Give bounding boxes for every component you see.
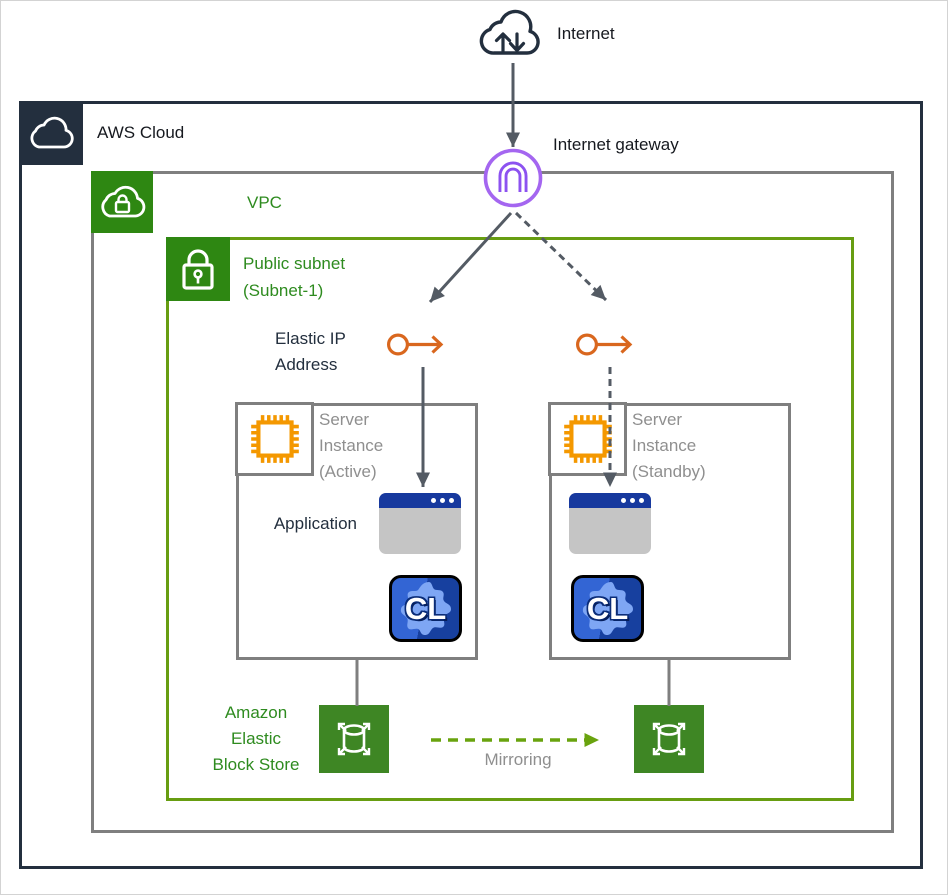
server-active-line1: Server — [319, 410, 370, 429]
elastic-ip-icon-active — [386, 331, 450, 358]
ebs-label-line3: Block Store — [212, 755, 300, 774]
ebs-volume-icon-active — [319, 705, 389, 773]
public-subnet-label-line1: Public subnet — [243, 254, 346, 273]
window-dot-icon — [621, 498, 626, 503]
application-titlebar — [379, 493, 461, 508]
server-active-line3: (Active) — [319, 462, 377, 481]
server-standby-line1: Server — [632, 410, 683, 429]
application-window-icon-standby — [569, 493, 651, 554]
server-instance-standby-label: Server Instance (Standby) — [632, 407, 706, 485]
public-subnet-icon — [166, 237, 230, 301]
internet-cloud-icon — [471, 7, 549, 61]
ebs-label-line1: Amazon — [224, 703, 288, 722]
application-label: Application — [273, 514, 357, 533]
vpc-icon — [91, 171, 153, 233]
window-dot-icon — [431, 498, 436, 503]
aws-cloud-icon — [19, 101, 83, 165]
window-dot-icon — [639, 498, 644, 503]
cl-badge-text: CL — [586, 590, 629, 626]
public-subnet-label: Public subnet (Subnet-1) — [243, 250, 345, 304]
server-standby-line2: Instance — [632, 436, 697, 455]
window-dot-icon — [630, 498, 635, 503]
elastic-ip-label-line2: Address — [275, 355, 338, 374]
application-titlebar — [569, 493, 651, 508]
cl-software-icon-active: CL — [389, 575, 462, 642]
aws-cloud-label: AWS Cloud — [97, 123, 185, 142]
public-subnet-label-line2: (Subnet-1) — [243, 281, 324, 300]
window-dot-icon — [440, 498, 445, 503]
server-instance-standby-box — [549, 403, 791, 660]
window-dot-icon — [449, 498, 454, 503]
server-chip-icon-active — [235, 402, 314, 476]
server-instance-active-label: Server Instance (Active) — [319, 407, 383, 485]
cl-badge-text: CL — [404, 590, 447, 626]
cl-software-icon-standby: CL — [571, 575, 644, 642]
internet-gateway-label: Internet gateway — [553, 135, 679, 154]
server-chip-icon-standby — [548, 402, 627, 476]
ebs-label: Amazon Elastic Block Store — [199, 700, 313, 778]
application-window-icon-active — [379, 493, 461, 554]
server-instance-active-box — [236, 403, 478, 660]
elastic-ip-label: Elastic IP Address — [275, 326, 346, 378]
ebs-label-line2: Elastic — [230, 729, 282, 748]
elastic-ip-label-line1: Elastic IP — [275, 329, 346, 348]
server-standby-line3: (Standby) — [632, 462, 706, 481]
elastic-ip-icon-standby — [575, 331, 639, 358]
internet-label: Internet — [557, 24, 615, 43]
server-active-line2: Instance — [319, 436, 384, 455]
ebs-volume-icon-standby — [634, 705, 704, 773]
mirroring-label: Mirroring — [484, 750, 552, 769]
internet-gateway-icon — [482, 147, 544, 209]
aws-cloud-box — [19, 101, 923, 869]
vpc-label: VPC — [247, 193, 282, 212]
